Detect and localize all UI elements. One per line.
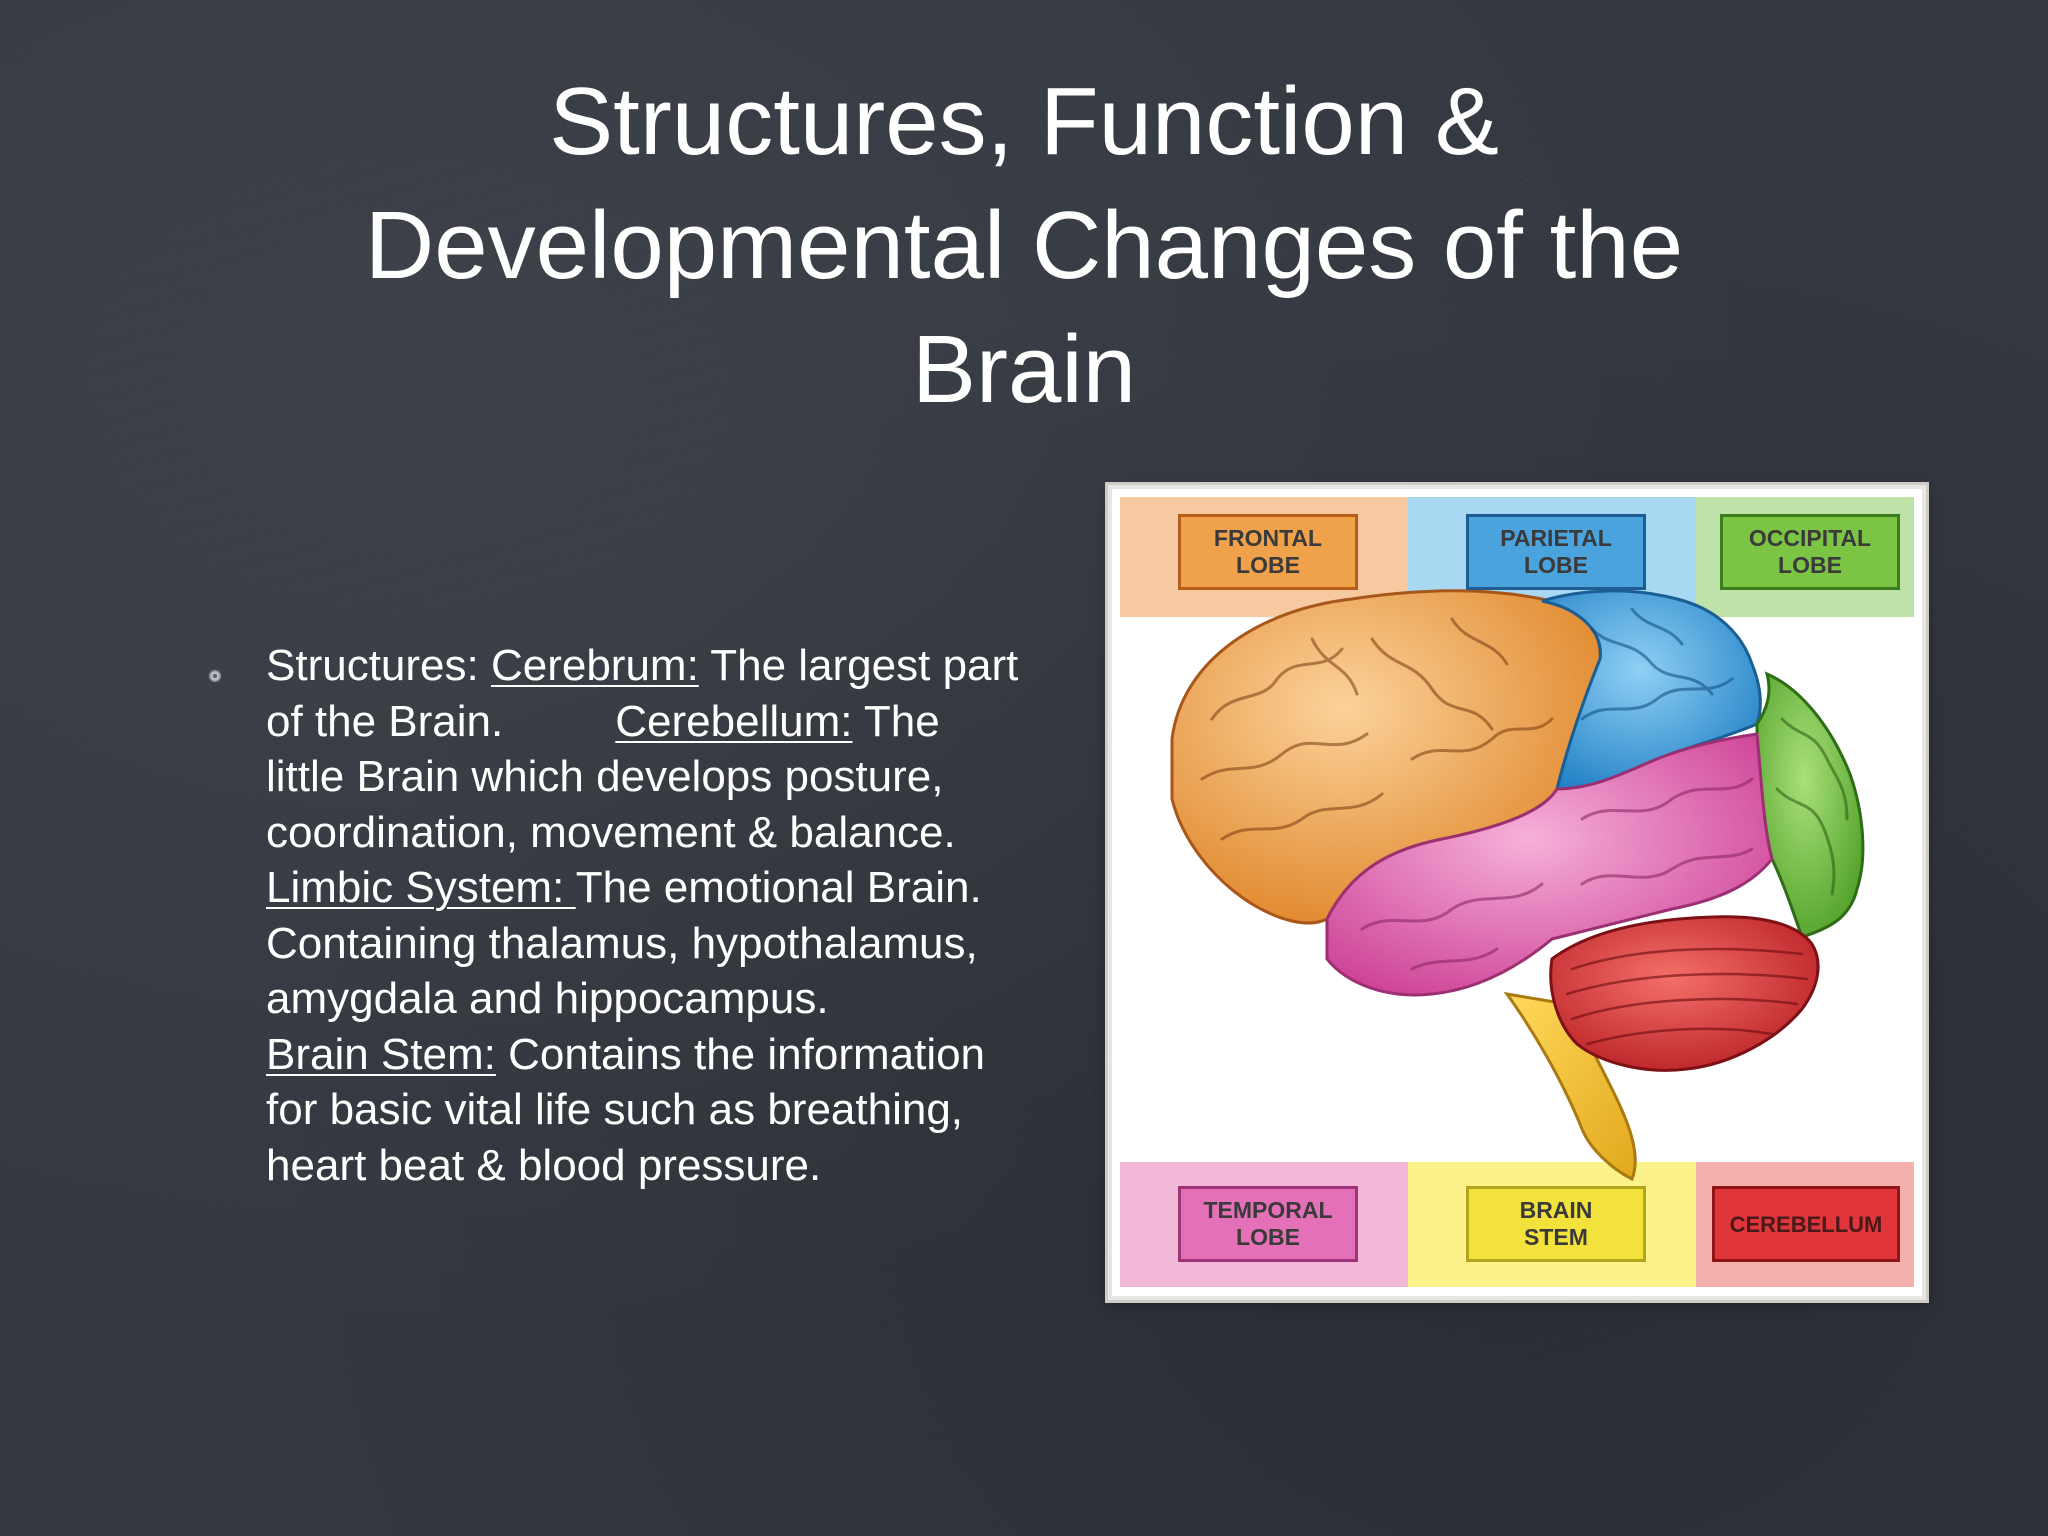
brain-lobes-figure: FRONTAL LOBE PARIETAL LOBE OCCIPITAL LOB… xyxy=(1108,485,1926,1300)
parietal-lobe-label: PARIETAL LOBE xyxy=(1466,514,1646,590)
structures-bullet-text: Structures: Cerebrum: The largest part o… xyxy=(266,638,1026,1193)
temporal-folds xyxy=(1360,777,1754,971)
limbic-system-term: Limbic System: xyxy=(266,863,576,912)
frontal-folds xyxy=(1200,617,1554,841)
brain-illustration xyxy=(1170,589,1865,1182)
occipital-lobe-label: OCCIPITAL LOBE xyxy=(1720,514,1900,590)
occipital-folds xyxy=(1775,717,1849,896)
brain-stem-term: Brain Stem: xyxy=(266,1029,496,1079)
bullet-icon xyxy=(208,669,222,683)
cerebellum-term: Cerebellum: xyxy=(615,696,853,746)
brain-stem-label: BRAIN STEM xyxy=(1466,1186,1646,1262)
cerebellum-folds xyxy=(1565,947,1809,1046)
cerebellum-label: CEREBELLUM xyxy=(1712,1186,1900,1262)
cerebrum-term: Cerebrum: xyxy=(490,641,699,690)
limbic-system-definition: The emotional Brain. Containing thalamus… xyxy=(266,863,982,1023)
brain-stem-region xyxy=(1503,991,1637,1182)
slide-title: Structures, Function & Developmental Cha… xyxy=(364,68,1684,423)
cerebellum-definition: The little Brain which develops posture,… xyxy=(266,696,956,857)
brain-stem-definition: Contains the information for basic vital… xyxy=(266,1029,986,1190)
temporal-lobe-label: TEMPORAL LOBE xyxy=(1178,1186,1358,1262)
frontal-lobe-label: FRONTAL LOBE xyxy=(1178,514,1358,590)
bullet-intro: Structures: xyxy=(266,641,491,690)
parietal-folds xyxy=(1580,607,1734,721)
cerebellum-region xyxy=(1549,915,1820,1072)
cerebrum-definition: The largest part of the Brain. xyxy=(266,641,1019,746)
temporal-lobe-region xyxy=(1325,732,1774,997)
